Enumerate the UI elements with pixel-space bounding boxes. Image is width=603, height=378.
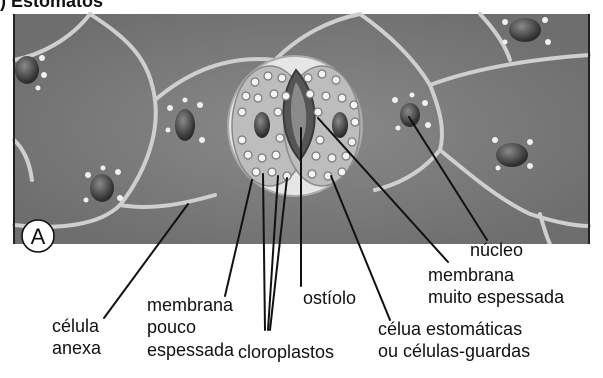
label-celula-anexa-1: célula: [52, 316, 99, 337]
label-membrana-pouco-1: membrana: [147, 295, 233, 316]
label-celula-anexa-2: anexa: [52, 338, 101, 359]
label-membrana-pouco-3: espessada: [147, 340, 234, 361]
label-nucleo: núcleo: [470, 240, 523, 261]
guard-cell-nucleus-right: [332, 112, 348, 138]
panel-letter-badge: A: [22, 220, 54, 252]
label-membrana-muito-1: membrana: [428, 265, 514, 286]
label-ostiolo: ostíolo: [303, 288, 356, 309]
label-guardas-2: ou células-guardas: [378, 341, 530, 362]
label-membrana-muito-2: muito espessada: [428, 287, 564, 308]
panel-letter: A: [31, 224, 46, 249]
label-cloroplastos: cloroplastos: [238, 342, 334, 363]
label-guardas-1: célua estomáticas: [378, 319, 522, 340]
label-membrana-pouco-2: pouco: [147, 317, 196, 338]
guard-cell-nucleus-left: [254, 112, 270, 138]
